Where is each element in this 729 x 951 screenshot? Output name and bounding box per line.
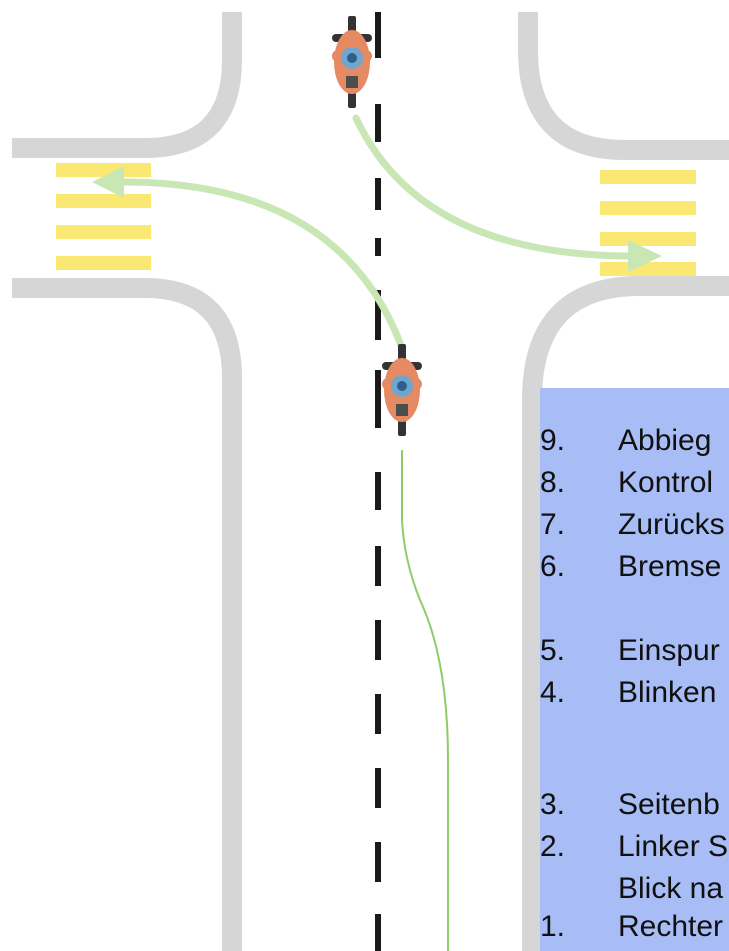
step-text: Linker S	[618, 830, 729, 863]
left-turn-arrow	[92, 166, 406, 352]
road-edges	[12, 12, 729, 951]
step-number: 2.	[540, 830, 566, 863]
step-number: 5.	[540, 634, 566, 667]
step-text: Bremse	[618, 550, 722, 583]
approach-path	[401, 450, 449, 951]
step-text: Einspur	[618, 634, 720, 667]
road-edge-top-left	[12, 12, 242, 158]
motorcycle-bottom	[382, 344, 422, 436]
right-turn-arrow	[352, 114, 662, 272]
step-number: 9.	[540, 424, 566, 457]
step-number: 4.	[540, 676, 566, 709]
crosswalk-left	[56, 163, 151, 270]
step-continuation: Blick na	[618, 872, 724, 905]
step-number: 1.	[540, 910, 566, 943]
step-number: 8.	[540, 466, 566, 499]
step-text: Blinken	[618, 676, 717, 709]
road-edge-top-right	[518, 12, 729, 160]
step-number: 3.	[540, 788, 566, 821]
motorcycle-top	[332, 16, 372, 108]
step-text: Rechter	[618, 910, 724, 943]
crosswalk-right	[600, 170, 696, 276]
step-text: Kontrol	[618, 466, 714, 499]
steps-panel: 9. Abbieg 8. Kontrol 7. Zurücks 6. Brems…	[540, 388, 729, 951]
step-text: Abbieg	[618, 424, 712, 457]
road-edge-bottom-right	[522, 276, 729, 951]
step-text: Zurücks	[618, 508, 725, 541]
road-edge-bottom-left	[12, 278, 242, 951]
step-number: 7.	[540, 508, 566, 541]
step-number: 6.	[540, 550, 566, 583]
step-text: Seitenb	[618, 788, 720, 821]
